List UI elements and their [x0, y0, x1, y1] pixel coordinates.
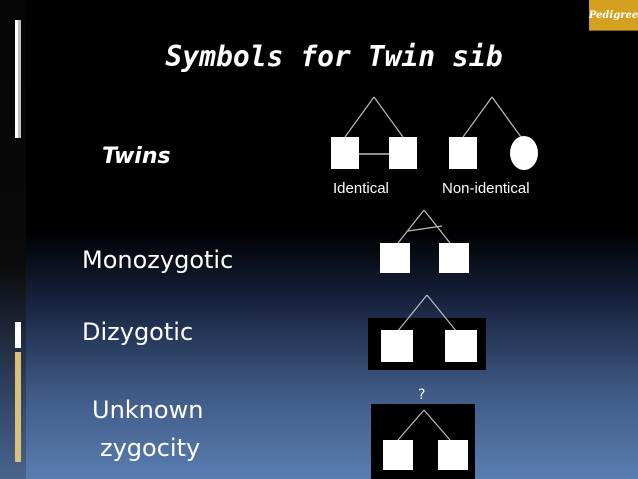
pedigree-line	[423, 409, 451, 441]
female-circle-symbol	[510, 136, 538, 170]
caption-background	[312, 176, 570, 208]
pedigree-line	[373, 96, 404, 138]
label-dizygotic: Dizygotic	[82, 318, 194, 346]
sidebar-accent-bar	[15, 322, 21, 348]
pedigree-line	[491, 96, 522, 138]
label-unknown: Unknown	[92, 396, 204, 424]
pedigree-line	[344, 96, 375, 138]
label-twins: Twins	[102, 144, 171, 169]
male-square-symbol	[380, 243, 410, 273]
male-square-symbol	[449, 137, 477, 169]
question-mark: ?	[418, 387, 426, 403]
male-square-symbol	[438, 440, 468, 470]
sidebar-accent-bar	[15, 352, 21, 462]
slide-left-edge	[0, 0, 26, 479]
male-square-symbol	[445, 330, 477, 362]
sidebar-accent-bar	[15, 20, 21, 138]
male-square-symbol	[381, 330, 413, 362]
caption-identical: Identical	[333, 180, 389, 197]
male-square-symbol	[439, 243, 469, 273]
pedigree-line	[396, 294, 428, 333]
male-square-symbol	[383, 440, 413, 470]
twins-symbol-figure	[320, 92, 550, 182]
pedigree-logo: Pedigree	[589, 0, 638, 31]
monozygotic-symbol-figure	[372, 205, 482, 277]
logo-text: Pedigree	[588, 9, 638, 21]
male-square-symbol	[389, 137, 417, 169]
label-zygocity: zygocity	[100, 434, 201, 462]
pedigree-line	[397, 409, 425, 441]
pedigree-line	[462, 96, 493, 138]
pedigree-line	[426, 294, 458, 333]
pedigree-line	[397, 209, 425, 244]
male-square-symbol	[331, 137, 359, 169]
label-monozygotic: Monozygotic	[82, 246, 234, 274]
caption-non-identical: Non-identical	[442, 180, 530, 197]
dizygotic-symbol-figure	[368, 292, 486, 370]
monozygotic-bar-line	[407, 225, 443, 232]
unknown-zygosity-symbol-figure	[371, 404, 475, 479]
slide-title: Symbols for Twin sib	[165, 40, 503, 73]
